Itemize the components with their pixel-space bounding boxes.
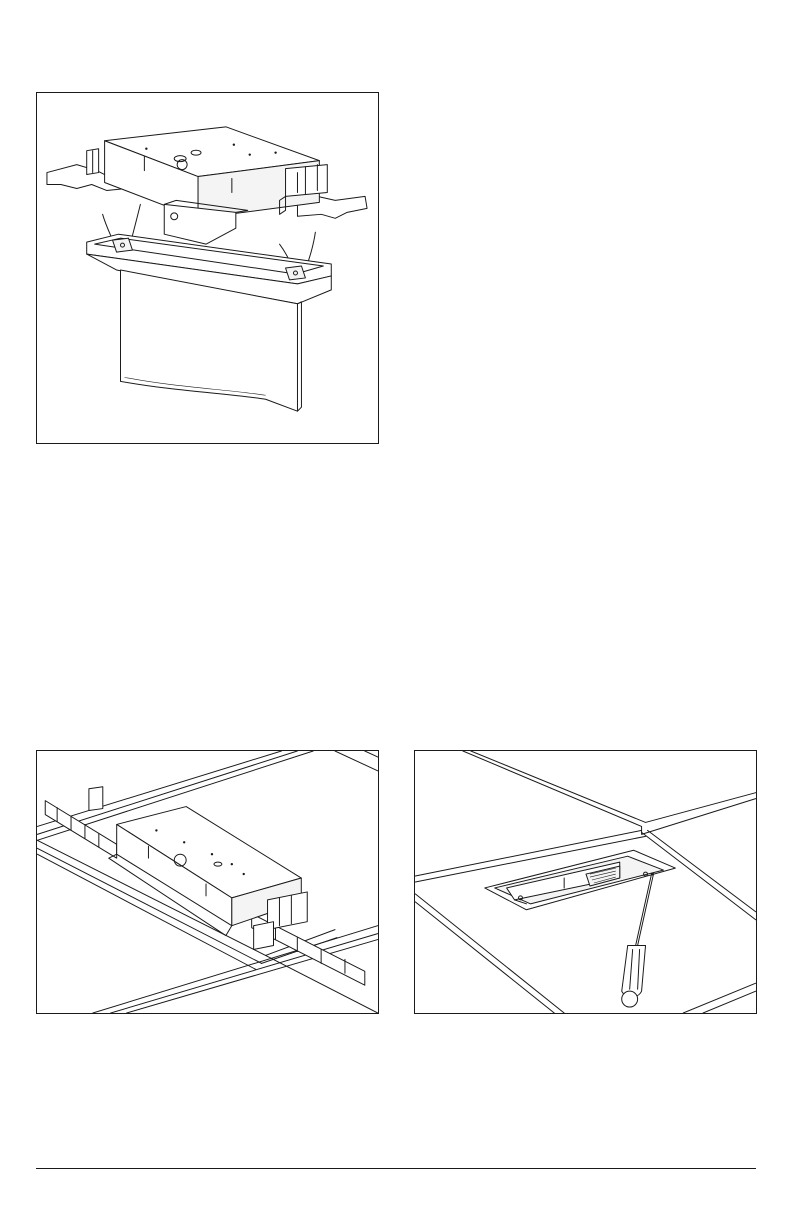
ceiling-tile-finish-illustration [414,750,757,1014]
exit-sign-exploded-assembly-icon [37,93,378,443]
housing-on-ceiling-grid-icon [37,751,378,1013]
grid-installation-illustration [36,750,379,1014]
exploded-assembly-illustration [36,92,379,444]
footer-rule [36,1168,756,1169]
screwdriver-ceiling-opening-icon [415,751,756,1013]
